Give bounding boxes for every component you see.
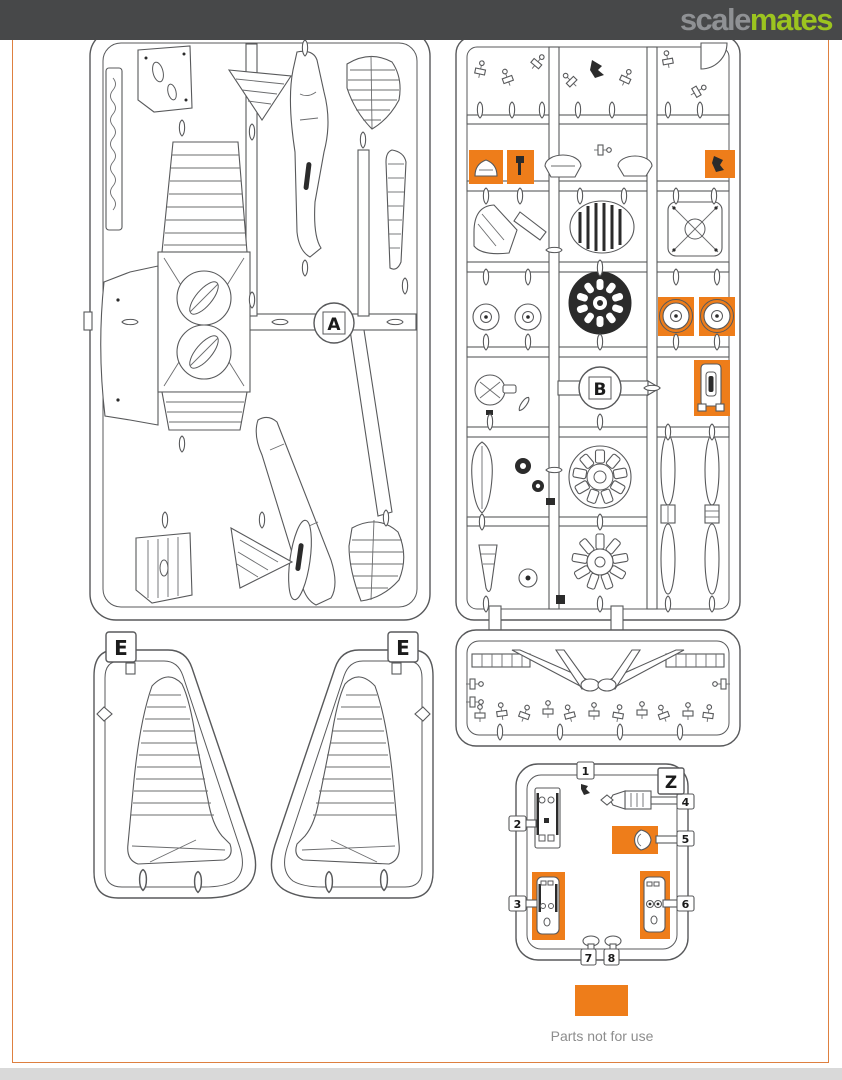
sprue-b-label: B	[594, 380, 607, 400]
sprue-e-left	[93, 649, 257, 899]
part-cockpit-oval	[288, 519, 312, 601]
part-z6-door	[643, 876, 679, 933]
sprue-b-small-parts-row6	[471, 441, 555, 514]
part-tailplane-top	[227, 69, 292, 121]
sprue-e-right-label: E	[396, 636, 410, 660]
z-tab-8: 8	[608, 952, 616, 965]
logo-scale-text: scale	[679, 2, 752, 37]
sprue-b-small-parts-row3	[473, 200, 723, 257]
sprue-b: B	[455, 35, 741, 621]
part-door-not-for-use-b	[697, 363, 725, 412]
z-tab-7: 7	[585, 952, 593, 965]
legend: Parts not for use	[551, 985, 654, 1044]
part-propeller-1	[660, 434, 676, 595]
legend-text: Parts not for use	[551, 1028, 654, 1044]
sprue-e-left-label-badge: E	[105, 631, 137, 663]
z-tab-6: 6	[682, 898, 690, 911]
sprue-z-number-tabs: 1 2 3 4 5 6 7 8	[508, 761, 695, 966]
part-cowl-panel-bottom	[135, 532, 193, 604]
part-cowl-panel-top	[137, 45, 193, 113]
logo-mates-text: mates	[749, 2, 834, 37]
sprue-b-label-badge: B	[557, 366, 662, 410]
sprue-z-label: Z	[665, 773, 677, 793]
page-background-strip	[0, 1068, 842, 1080]
sprue-b-small-parts-row1	[473, 42, 728, 100]
part-wing-assembly	[100, 141, 251, 431]
sprue-b-small-parts-row2	[474, 144, 724, 178]
sprue-e-right-label-badge: E	[387, 631, 419, 663]
sprue-z-inner-frame	[526, 774, 678, 950]
part-fin-ribbed-bottom	[348, 519, 405, 602]
z-tab-3: 3	[514, 898, 522, 911]
part-z1	[581, 784, 590, 795]
sprue-a: A	[83, 29, 431, 621]
sprue-a-label: A	[327, 315, 341, 335]
part-propeller-2	[704, 434, 720, 595]
legend-swatch	[575, 985, 628, 1016]
part-aileron-ribbed-right	[385, 149, 407, 270]
part-tailplane-bottom	[230, 526, 294, 589]
z-tab-4: 4	[682, 796, 690, 809]
part-cylinder-star	[571, 533, 629, 590]
part-z4-engine	[600, 790, 679, 810]
sprue-a-label-badge: A	[313, 302, 355, 344]
part-radial-engine-ring	[568, 445, 632, 509]
sprue-e-left-label: E	[114, 636, 128, 660]
sprue-z-label-badge: Z	[657, 767, 685, 795]
part-v-struts	[511, 649, 685, 692]
part-fin-ribbed-top	[346, 55, 401, 130]
sprue-b-small-parts-row7	[478, 544, 565, 604]
z-tab-5: 5	[682, 833, 690, 846]
sprue-b-small-parts-row5	[474, 374, 532, 415]
sprue-e-pins	[96, 662, 203, 894]
sprue-z: 1 2 3 4 5 6 7 8 Z	[508, 761, 695, 966]
part-wing-walk-right	[665, 653, 725, 668]
part-radial-engine-black	[568, 271, 632, 335]
sprue-e-right	[271, 650, 433, 898]
brand-label-vertical	[105, 67, 123, 231]
part-wheels-not-for-use	[659, 299, 734, 333]
z-tab-2: 2	[514, 818, 522, 831]
strut-sprue-inner-frame	[466, 640, 730, 736]
sprue-b-strut-section	[455, 605, 741, 747]
z-tab-1: 1	[582, 765, 590, 778]
part-fuselage-half-top	[289, 50, 329, 258]
scalemates-logo[interactable]: scalemates	[679, 0, 834, 40]
header-bar: scalemates	[0, 0, 842, 40]
part-wing-panel-e	[127, 676, 232, 865]
part-wing-walk-left	[471, 653, 531, 668]
